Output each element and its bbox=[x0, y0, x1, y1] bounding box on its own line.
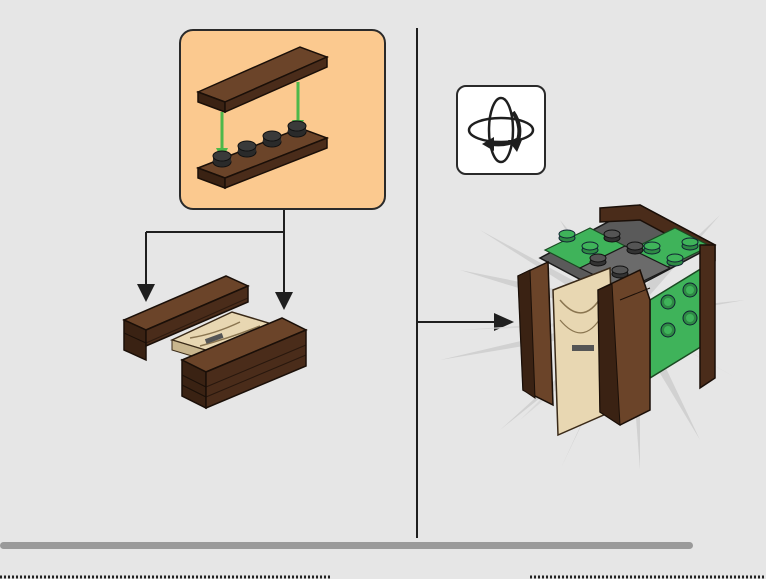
callout-bottom-plate bbox=[198, 121, 327, 188]
callout-top-plate bbox=[198, 47, 327, 112]
stud bbox=[604, 230, 620, 242]
stud bbox=[683, 283, 697, 297]
stud bbox=[238, 141, 256, 157]
stud bbox=[582, 242, 598, 254]
stud bbox=[661, 295, 675, 309]
stud bbox=[263, 131, 281, 147]
final-model bbox=[440, 205, 745, 470]
stud bbox=[627, 242, 643, 254]
stud bbox=[288, 121, 306, 137]
stud bbox=[213, 151, 231, 167]
stud bbox=[661, 323, 675, 337]
stud bbox=[559, 230, 575, 242]
stud bbox=[683, 311, 697, 325]
stud bbox=[682, 238, 698, 250]
stud bbox=[590, 254, 606, 266]
stud bbox=[667, 254, 683, 266]
stud bbox=[644, 242, 660, 254]
rotate-model-icon bbox=[469, 98, 533, 162]
